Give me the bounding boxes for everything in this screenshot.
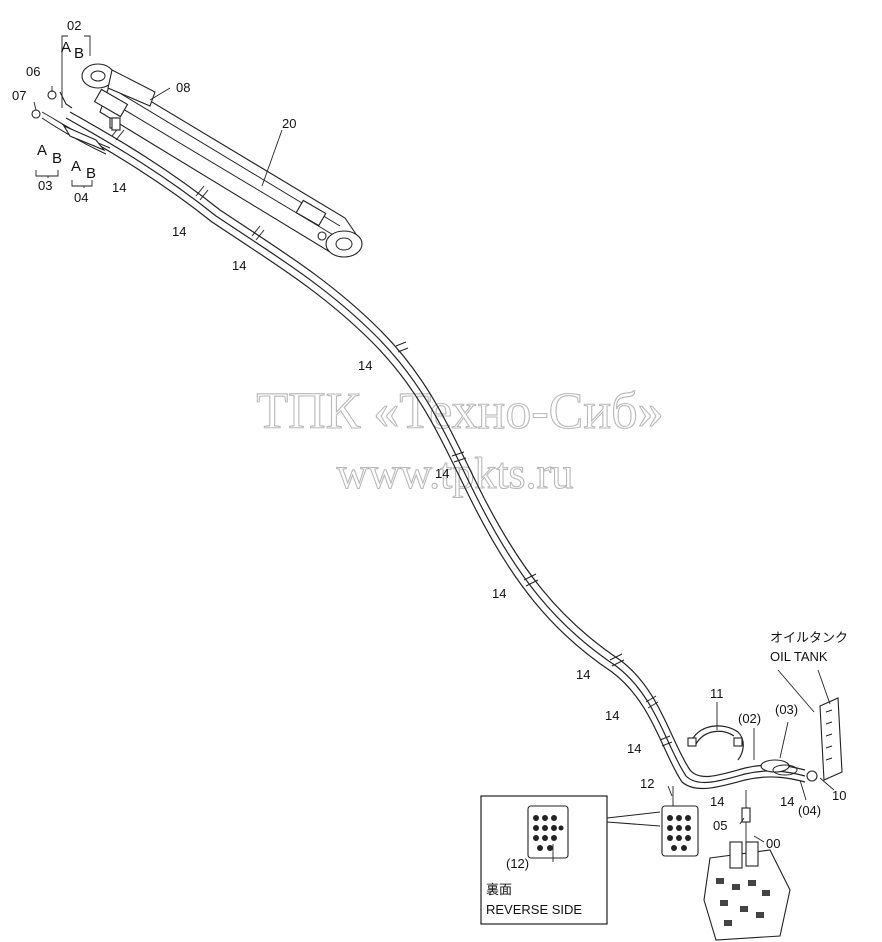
- watermark: ТПК «Техно-Сиб» www.tpkts.ru: [256, 382, 664, 498]
- callout-08: 08: [176, 80, 190, 95]
- callout-11: 11: [710, 686, 724, 701]
- callout-03-paren: (03): [775, 702, 798, 717]
- callout-12: 12: [640, 776, 654, 791]
- pilot-hose-bundle: [41, 111, 806, 790]
- callout-12-paren: (12): [506, 856, 529, 871]
- reverse-side-inset: [480, 795, 661, 925]
- callout-05: 05: [713, 818, 727, 833]
- callout-b-03: B: [52, 150, 62, 167]
- callout-b-04: B: [86, 165, 96, 182]
- hose-clamps: [111, 125, 673, 747]
- callout-14-b: 14: [172, 224, 186, 239]
- callout-a-top: A: [61, 39, 71, 56]
- callout-14-e: 14: [435, 466, 449, 481]
- leader-lines: [33, 35, 835, 843]
- callout-04: 04: [74, 190, 88, 205]
- callout-14-h: 14: [605, 708, 619, 723]
- hose-11: [687, 725, 744, 761]
- oil-tank-label-en: OIL TANK: [770, 649, 828, 664]
- callout-10: 10: [832, 788, 846, 803]
- oil-tank: [760, 697, 843, 782]
- callout-20: 20: [282, 116, 296, 131]
- watermark-line1: ТПК «Техно-Сиб»: [256, 383, 663, 440]
- callout-14-j: 14: [710, 794, 724, 809]
- boom-cylinder: [81, 63, 363, 258]
- callout-14-k: 14: [780, 794, 794, 809]
- callout-labels: 02 A B 06 07 08 20 A B 03 A B 04 14 14 1…: [12, 18, 848, 917]
- watermark-line2: www.tpkts.ru: [337, 449, 574, 498]
- callout-14-f: 14: [492, 586, 506, 601]
- callout-04-paren: (04): [798, 803, 821, 818]
- callout-02-paren: (02): [738, 711, 761, 726]
- control-valve: [703, 790, 791, 941]
- callout-07: 07: [12, 88, 26, 103]
- inset-label-jp: 裏面: [486, 882, 512, 897]
- callout-14-i: 14: [627, 741, 641, 756]
- callout-14-a: 14: [112, 180, 126, 195]
- callout-a-03: A: [37, 142, 47, 159]
- callout-14-g: 14: [576, 667, 590, 682]
- callout-14-d: 14: [358, 358, 372, 373]
- callout-06: 06: [26, 64, 40, 79]
- callout-14-c: 14: [232, 258, 246, 273]
- oil-tank-label-jp: オイルタンク: [770, 630, 848, 645]
- inset-label-en: REVERSE SIDE: [486, 902, 582, 917]
- callout-00: 00: [766, 836, 780, 851]
- callout-b-top: B: [74, 45, 84, 62]
- callout-03: 03: [38, 178, 52, 193]
- pilot-valve-block: [661, 786, 699, 857]
- callout-a-04: A: [71, 158, 81, 175]
- callout-02-top: 02: [67, 18, 81, 33]
